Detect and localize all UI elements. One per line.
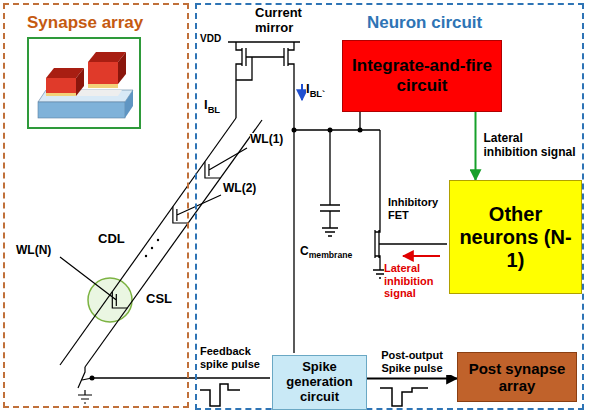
subscript: BL`: [310, 89, 326, 99]
synapse-transistor: [205, 148, 247, 178]
signal-name: WL(N): [16, 243, 51, 257]
current-arrow: [301, 84, 303, 100]
feedback-pulse: [200, 384, 240, 406]
device-illustration: [28, 38, 140, 128]
box-label: Spike generation circuit: [277, 360, 362, 405]
inhibition-arrow: [403, 255, 440, 257]
signal-name: CDL: [98, 231, 125, 246]
box-label: Integrate-and-fire circuit: [347, 56, 497, 95]
signal-name: C: [300, 244, 309, 258]
signal-name: Feedback spike pulse: [200, 345, 260, 370]
signal-arrow: [367, 378, 457, 380]
signal-label: CSL: [146, 292, 172, 307]
signal-name: I: [204, 97, 208, 112]
region-title: Neuron circuit: [367, 13, 482, 33]
ellipsis-dot: [145, 255, 147, 257]
signal-label: Cmembrane: [300, 245, 352, 261]
signal-name: Inhibitory FET: [388, 196, 438, 221]
synapse-transistor: [60, 257, 128, 308]
junction-dot: [358, 128, 363, 133]
junction-dot: [292, 128, 297, 133]
signal-name: WL(1): [250, 132, 283, 146]
edge-label: Lateral inhibition signal: [484, 132, 580, 160]
ellipsis-dot: [157, 239, 159, 241]
region-title: Synapse array: [27, 13, 143, 33]
cell-highlight: [88, 278, 132, 322]
box-label: Other neurons (N-1): [454, 203, 577, 272]
synapse-region: Synapse array: [3, 3, 189, 408]
signal-name: Lateral inhibition signal: [384, 262, 433, 299]
box-label: Post synapse array: [462, 360, 572, 395]
signal-label: WL(2): [223, 182, 256, 196]
signal-label: Inhibitory FET: [388, 196, 446, 221]
signal-arrow: [475, 112, 477, 180]
signal-name: WL(2): [223, 181, 256, 195]
signal-label: WL(1): [250, 133, 283, 147]
signal-name: VDD: [200, 33, 221, 44]
ellipsis-dot: [151, 247, 153, 249]
signal-label: WL(N): [16, 244, 51, 258]
signal-name: Current mirror: [255, 5, 302, 35]
synapse-cells: [60, 118, 262, 403]
process-box: Post synapse array: [457, 352, 577, 402]
signal-label: Feedback spike pulse: [200, 345, 268, 370]
process-box: Integrate-and-fire circuit: [342, 40, 502, 112]
process-box: Other neurons (N-1): [449, 180, 582, 294]
subscript: BL: [208, 105, 220, 115]
signal-label: Current mirror: [255, 6, 317, 36]
signal-label: Lateral inhibition signal: [384, 262, 446, 300]
signal-name: CSL: [146, 291, 172, 306]
membrane-wiring: [92, 110, 447, 378]
process-box: Spike generation circuit: [272, 355, 367, 410]
signal-label: IBL: [204, 98, 220, 115]
output-pulse: [380, 388, 428, 406]
signal-name: I: [306, 81, 310, 96]
junction-dot: [328, 128, 333, 133]
subscript: membrane: [309, 250, 353, 260]
signal-label: VDD: [200, 33, 221, 45]
edge-label: Post-output Spike pulse: [372, 349, 452, 374]
signal-label: CDL: [98, 232, 125, 247]
signal-label: IBL`: [306, 82, 325, 99]
current-mirror: [228, 42, 300, 130]
